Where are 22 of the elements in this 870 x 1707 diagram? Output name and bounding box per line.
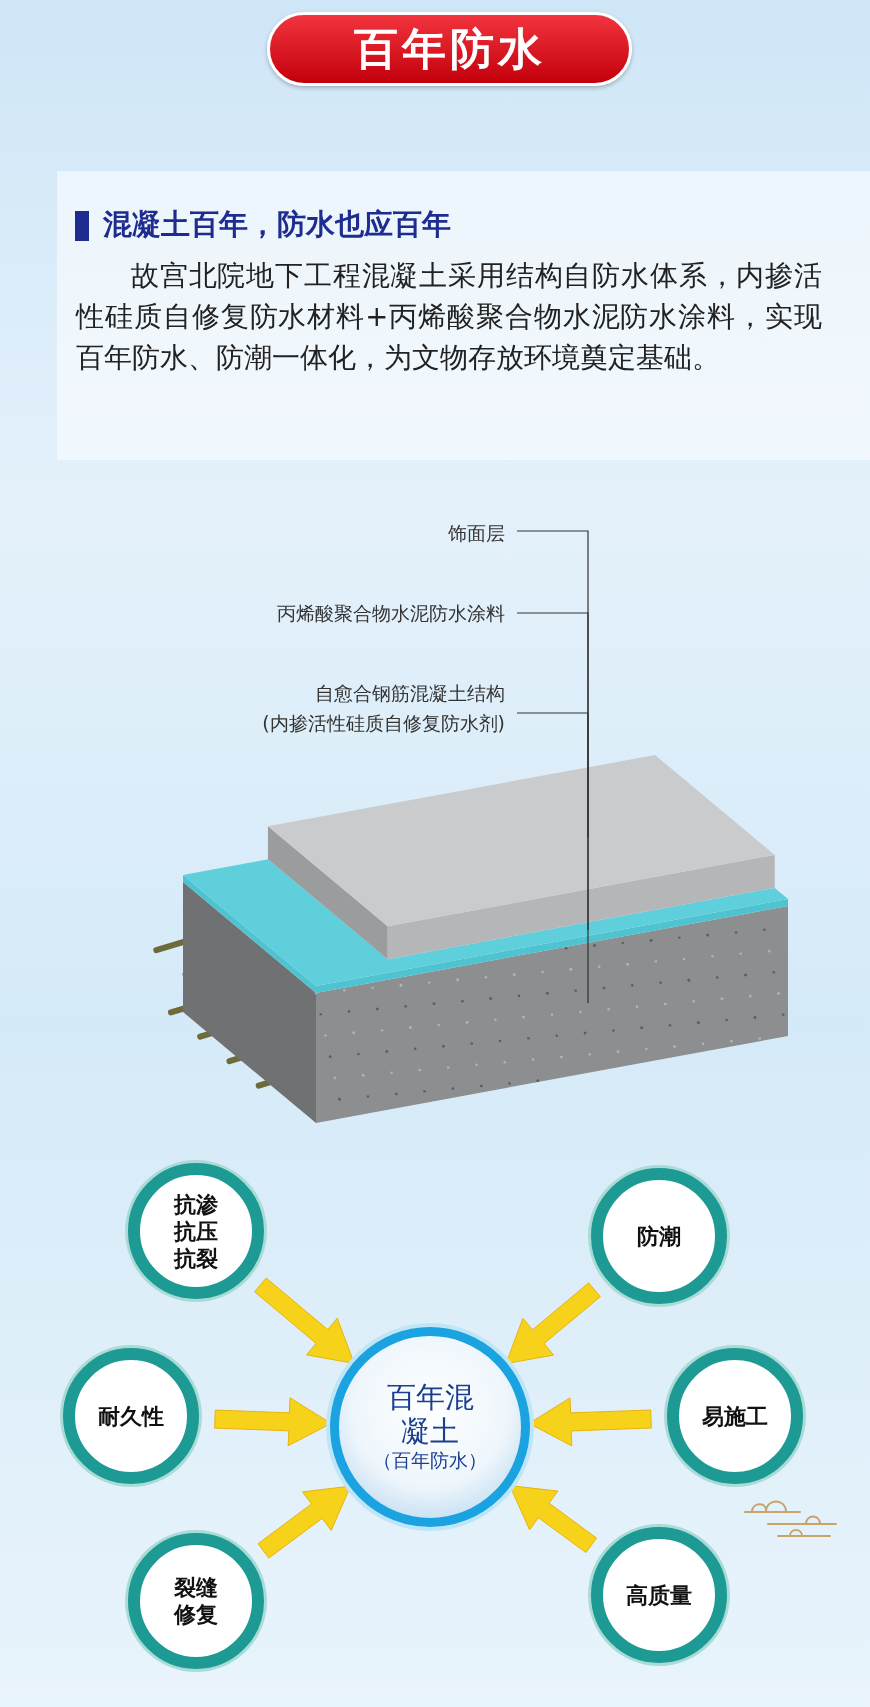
feature-label: 抗渗抗压抗裂 xyxy=(172,1190,219,1272)
center-subtitle: （百年防水） xyxy=(373,1448,487,1473)
arrow xyxy=(509,1485,598,1554)
feature-label: 耐久性 xyxy=(97,1402,165,1430)
layer-label: 丙烯酸聚合物水泥防水涂料 xyxy=(277,601,505,626)
feature-label: 易施工 xyxy=(701,1402,769,1430)
text-panel xyxy=(57,171,870,460)
feature-label: 裂缝修复 xyxy=(172,1574,219,1628)
layer-label: 饰面层 xyxy=(448,521,505,546)
concrete-slab-drawing xyxy=(153,882,788,1123)
arrow xyxy=(505,1282,601,1365)
section-heading: 混凝土百年，防水也应百年 xyxy=(103,206,451,243)
finish-layer xyxy=(267,755,775,960)
layer-note: (内掺活性硅质自修复防水剂) xyxy=(262,711,505,736)
feature-label: 高质量 xyxy=(625,1581,693,1609)
feature-label: 防潮 xyxy=(636,1222,682,1250)
center-title: 百年混凝土 xyxy=(385,1380,475,1448)
title-banner: 百年防水 xyxy=(267,12,632,86)
arrow xyxy=(254,1277,355,1364)
body-paragraph: 故宫北院地下工程混凝土采用结构自防水体系，内掺活性硅质自修复防水材料+丙烯酸聚合物水泥防水涂料，实现百年防水、防潮一体化，为文物存放环境奠定基础。 xyxy=(76,258,822,375)
membrane-layer xyxy=(183,859,788,993)
layer-label: 自愈合钢筋混凝土结构 xyxy=(314,681,505,706)
